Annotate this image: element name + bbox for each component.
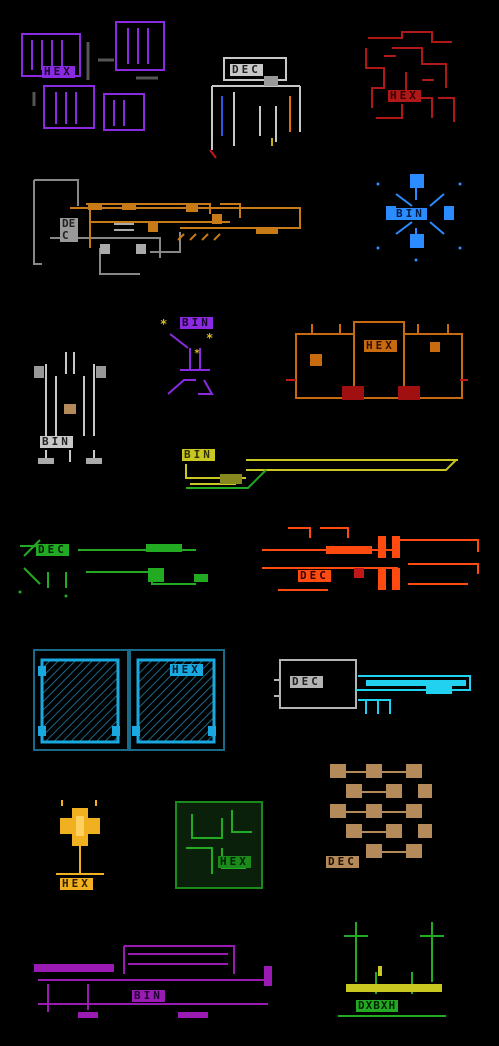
circuit-tan-lattice-icon	[330, 764, 432, 858]
glyph-bin-magenta: BIN	[28, 940, 274, 1020]
circuit-grey-pins-icon	[209, 57, 301, 159]
glyph-label: DEC	[326, 855, 359, 868]
circuit-yellow-bus-icon	[185, 459, 458, 489]
circuit-red-orange-block-icon	[262, 527, 479, 591]
glyph-hex-gold: HEX	[52, 796, 108, 894]
glyph-bin-blue: BIN	[372, 170, 468, 262]
glyph-hex-purple: HEX	[18, 20, 168, 132]
glyph-dec-red-orange: DEC	[258, 524, 480, 600]
circuit-green-board-icon	[175, 801, 263, 889]
circuit-grey-tower-icon	[34, 352, 106, 464]
circuit-orange-bus-icon	[33, 179, 301, 275]
glyph-dec-tan: DEC	[326, 762, 436, 870]
glyph-label: HEX	[170, 663, 203, 676]
svg-text:*: *	[160, 317, 167, 331]
glyph-label: BIN	[40, 435, 73, 448]
svg-text:*: *	[194, 348, 200, 359]
circuit-green-posts-icon	[338, 922, 446, 1017]
glyph-bin-grey: BIN	[30, 350, 110, 468]
circuit-purple-grid-icon	[21, 21, 165, 131]
circuit-blue-compass-icon	[376, 174, 462, 262]
circuit-orange-triple-icon	[286, 321, 468, 400]
circuit-red-maze-icon	[365, 31, 455, 122]
glyph-label: HEX	[60, 877, 93, 890]
glyph-label: DEC	[298, 569, 331, 582]
glyph-hex-green: HEX	[172, 798, 266, 892]
glyph-hex-red: HEX	[362, 28, 458, 126]
glyph-dec-green: DEC	[16, 532, 216, 600]
circuit-violet-stem-icon: * * *	[160, 317, 214, 395]
svg-text:*: *	[206, 331, 213, 345]
circuit-gold-cross-icon	[56, 800, 104, 875]
glyph-label: DEC	[230, 63, 263, 76]
glyph-label: DEC	[290, 675, 323, 688]
circuit-cyan-panel-icon	[33, 649, 225, 751]
glyph-label: HEX	[388, 89, 421, 102]
glyph-label: BIN	[182, 448, 215, 461]
glyph-label: HEX	[364, 339, 397, 352]
glyph-label: BIN	[180, 316, 213, 329]
glyph-label: HEX	[42, 65, 75, 78]
glyph-label: HEX	[218, 855, 251, 868]
glyph-dxbxh-green: DXBXH	[336, 922, 448, 1020]
glyph-hex-cyan: HEX	[30, 646, 228, 752]
glyph-label: BIN	[132, 989, 165, 1002]
glyph-dec-grey: DEC	[204, 56, 304, 160]
glyph-dec-grey-cyan: DEC	[270, 656, 474, 720]
glyph-label: DEC	[60, 218, 78, 242]
glyph-label: DXBXH	[356, 999, 399, 1012]
glyph-hex-orange: HEX	[284, 320, 470, 406]
glyph-bin-violet: * * * BIN	[160, 314, 222, 398]
circuit-grey-cyan-icon	[274, 659, 471, 714]
glyph-label: DEC	[36, 543, 69, 556]
circuit-magenta-bus-icon	[34, 945, 272, 1018]
glyph-dec-orange: DEC	[30, 178, 316, 280]
glyph-bin-yellow: BIN	[176, 448, 460, 494]
glyph-label: BIN	[394, 207, 427, 220]
